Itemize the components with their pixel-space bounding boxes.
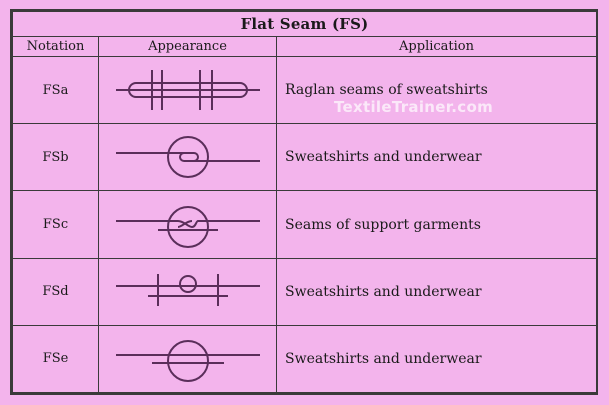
notation-cell: FSb — [12, 123, 99, 192]
notation-cell: FSc — [12, 190, 99, 259]
fsd-seam-symbol — [115, 273, 260, 306]
table-row: FSe Sweatshirts and underwear — [12, 324, 598, 394]
flat-seam-table: Flat Seam (FS) Notation Appearance Appli… — [11, 10, 598, 394]
appearance-cell — [98, 257, 277, 326]
header-application: Application — [275, 36, 598, 58]
notation-cell: FSa — [12, 56, 99, 125]
table-row: FSa Raglan seams of sweatshirts — [12, 56, 598, 125]
table-row: FSb Sweatshirts and underwear — [12, 123, 598, 192]
appearance-cell — [98, 56, 277, 125]
table-row: FSc Seams of support garments — [12, 190, 598, 259]
notation-cell: FSe — [12, 324, 99, 394]
fsa-seam-symbol — [115, 70, 260, 111]
watermark-text: TextileTrainer.com — [334, 98, 493, 116]
seam-table-frame: Flat Seam (FS) Notation Appearance Appli… — [10, 9, 598, 395]
header-notation: Notation — [12, 36, 99, 58]
application-cell: Seams of support garments — [275, 190, 598, 259]
table-title: Flat Seam (FS) — [11, 10, 598, 38]
application-cell: Raglan seams of sweatshirts — [275, 56, 598, 125]
header-appearance: Appearance — [98, 36, 277, 58]
fse-seam-symbol — [115, 339, 260, 382]
application-cell: Sweatshirts and underwear — [275, 123, 598, 192]
appearance-cell — [98, 123, 277, 192]
table-row: FSd Sweatshirts and underwear — [12, 257, 598, 326]
appearance-cell — [98, 324, 277, 394]
fsc-seam-symbol — [115, 205, 260, 248]
notation-cell: FSd — [12, 257, 99, 326]
fsb-seam-symbol — [115, 136, 260, 179]
application-cell: Sweatshirts and underwear — [275, 257, 598, 326]
appearance-cell — [98, 190, 277, 259]
application-cell: Sweatshirts and underwear — [275, 324, 598, 394]
